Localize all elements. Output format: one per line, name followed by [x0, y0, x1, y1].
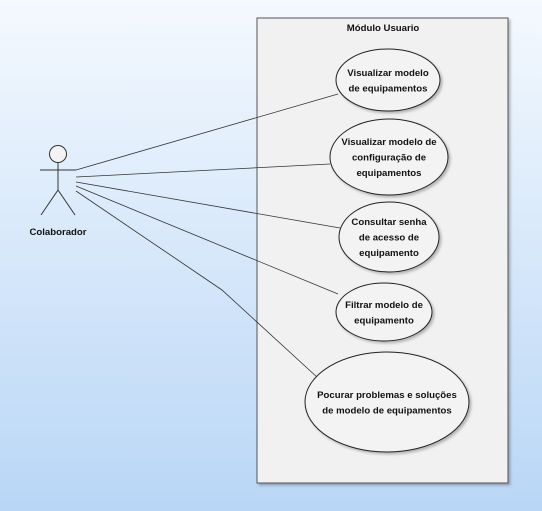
- use-case-ellipse: [338, 201, 440, 273]
- actor-colaborador[interactable]: Colaborador: [29, 145, 87, 239]
- use-case-ellipse: [335, 282, 433, 342]
- use-case-label-line: Pocurar problemas e soluções: [317, 390, 457, 401]
- use-case-label-line: de modelo de equipamentos: [322, 405, 452, 416]
- association-line: [75, 185, 339, 295]
- use-case-4[interactable]: Filtrar modelo de equipamento: [335, 282, 433, 342]
- associations: [75, 93, 341, 379]
- use-case-label-line: equipamento: [359, 248, 419, 259]
- use-case-5[interactable]: Pocurar problemas e soluções de modelo de…: [304, 351, 470, 453]
- association-line: [75, 93, 339, 171]
- use-case-2[interactable]: Visualizar modelo de configuração de equip…: [329, 118, 449, 196]
- use-case-label-line: Visualizar modelo: [347, 68, 429, 79]
- use-case-label-line: equipamento: [354, 315, 414, 326]
- association-line: [75, 181, 341, 229]
- association-line: [75, 190, 319, 379]
- use-case-label-line: de equipamentos: [349, 83, 428, 94]
- actor-label: Colaborador: [29, 227, 86, 238]
- use-case-label-line: Filtrar modelo de: [345, 300, 423, 311]
- actor-right-leg: [57, 189, 76, 216]
- actor-head: [49, 145, 67, 163]
- use-case-ellipse: [335, 48, 441, 112]
- association-line: [75, 163, 331, 178]
- use-case-ellipse: [329, 118, 449, 196]
- use-case-label-line: configuração de: [352, 153, 426, 164]
- use-case-ellipse: [304, 351, 470, 453]
- use-case-label-line: Visualizar modelo de: [341, 137, 436, 148]
- use-case-3[interactable]: Consultar senha de acesso de equipamento: [338, 201, 440, 273]
- use-case-label-line: equipamentos: [356, 168, 421, 179]
- use-case-label-line: Consultar senha: [351, 217, 427, 228]
- actor-left-leg: [40, 189, 59, 216]
- use-case-1[interactable]: Visualizar modelo de equipamentos: [335, 48, 441, 112]
- system-boundary-title: Módulo Usuario: [347, 23, 420, 34]
- use-case-label-line: de acesso de: [359, 233, 419, 244]
